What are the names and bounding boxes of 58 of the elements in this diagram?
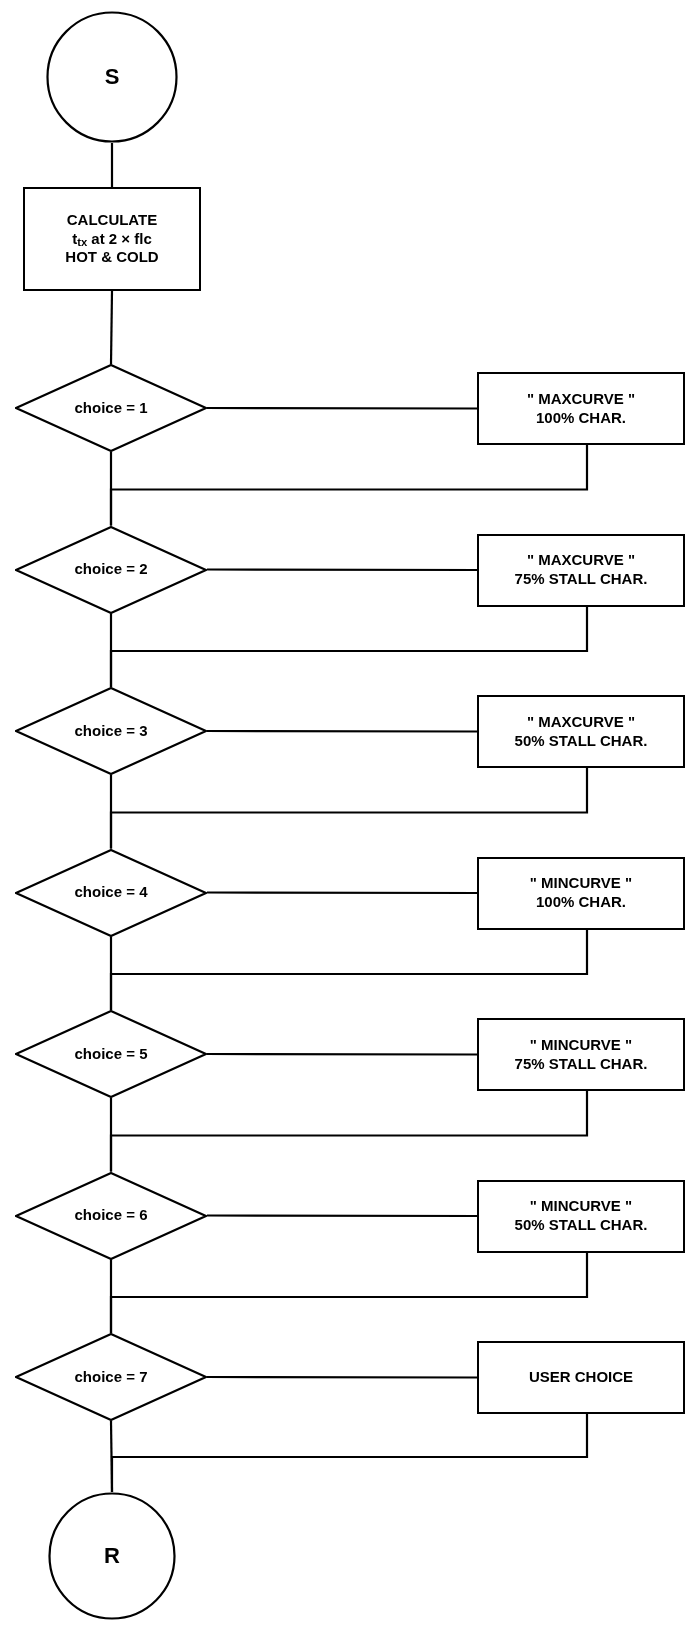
process-box	[477, 1179, 685, 1253]
decision-diamond	[15, 1333, 207, 1421]
node-label: t$_{tx}$ at 2 × flc	[72, 229, 152, 249]
node-label: " MAXCURVE "	[526, 551, 636, 570]
node-label: 75% STALL CHAR.	[514, 570, 648, 589]
connector-line	[207, 1052, 477, 1056]
connector-line	[207, 1214, 477, 1218]
decision-diamond	[15, 1010, 207, 1098]
node-label: choice = 3	[74, 721, 148, 741]
node-label: choice = 2	[74, 560, 148, 579]
node-label: 75% STALL CHAR.	[514, 1054, 648, 1074]
connector-line	[207, 406, 477, 410]
node-label: choice = 5	[74, 1044, 148, 1064]
process-box	[477, 533, 685, 607]
process-box	[477, 1341, 685, 1414]
connector-line	[109, 291, 114, 364]
process-box	[23, 187, 201, 291]
connector-line	[207, 729, 477, 733]
connector-line	[109, 1091, 589, 1172]
node-label: CALCULATE	[66, 210, 158, 230]
connector-line	[207, 1375, 477, 1379]
process-box	[477, 695, 685, 768]
node-label: " MINCURVE "	[529, 1035, 633, 1055]
node-label: R	[104, 1542, 120, 1570]
terminal-circle	[46, 11, 178, 143]
terminal-circle	[48, 1492, 176, 1620]
connector-line	[109, 768, 589, 849]
node-label: S	[104, 63, 120, 91]
connector-line	[110, 1414, 589, 1492]
process-box	[477, 856, 685, 930]
connector-line	[109, 445, 589, 526]
process-box	[477, 372, 685, 445]
node-label: " MINCURVE "	[529, 874, 633, 893]
node-label: choice = 6	[74, 1206, 148, 1225]
connector-line	[109, 1252, 589, 1333]
node-label: choice = 7	[74, 1367, 148, 1387]
node-label: " MAXCURVE "	[526, 389, 636, 409]
connector-line	[109, 929, 589, 1010]
connector-line	[109, 606, 589, 687]
decision-diamond	[15, 848, 207, 937]
connector-line	[110, 143, 114, 187]
node-label: choice = 1	[74, 398, 148, 418]
connector-line	[207, 568, 477, 572]
decision-diamond	[15, 525, 207, 614]
node-label: 100% CHAR.	[536, 893, 626, 912]
node-label: " MAXCURVE "	[526, 712, 636, 732]
connector-line	[207, 891, 477, 895]
node-label: 50% STALL CHAR.	[514, 731, 648, 751]
decision-diamond	[15, 1171, 207, 1260]
decision-diamond	[15, 687, 207, 775]
process-box	[477, 1018, 685, 1091]
node-label: choice = 4	[74, 883, 148, 902]
node-label: HOT & COLD	[65, 248, 159, 268]
node-label: USER CHOICE	[528, 1368, 634, 1387]
node-label: 50% STALL CHAR.	[514, 1216, 648, 1235]
node-label: 100% CHAR.	[536, 408, 626, 428]
node-label: " MINCURVE "	[529, 1197, 633, 1216]
decision-diamond	[15, 364, 207, 452]
